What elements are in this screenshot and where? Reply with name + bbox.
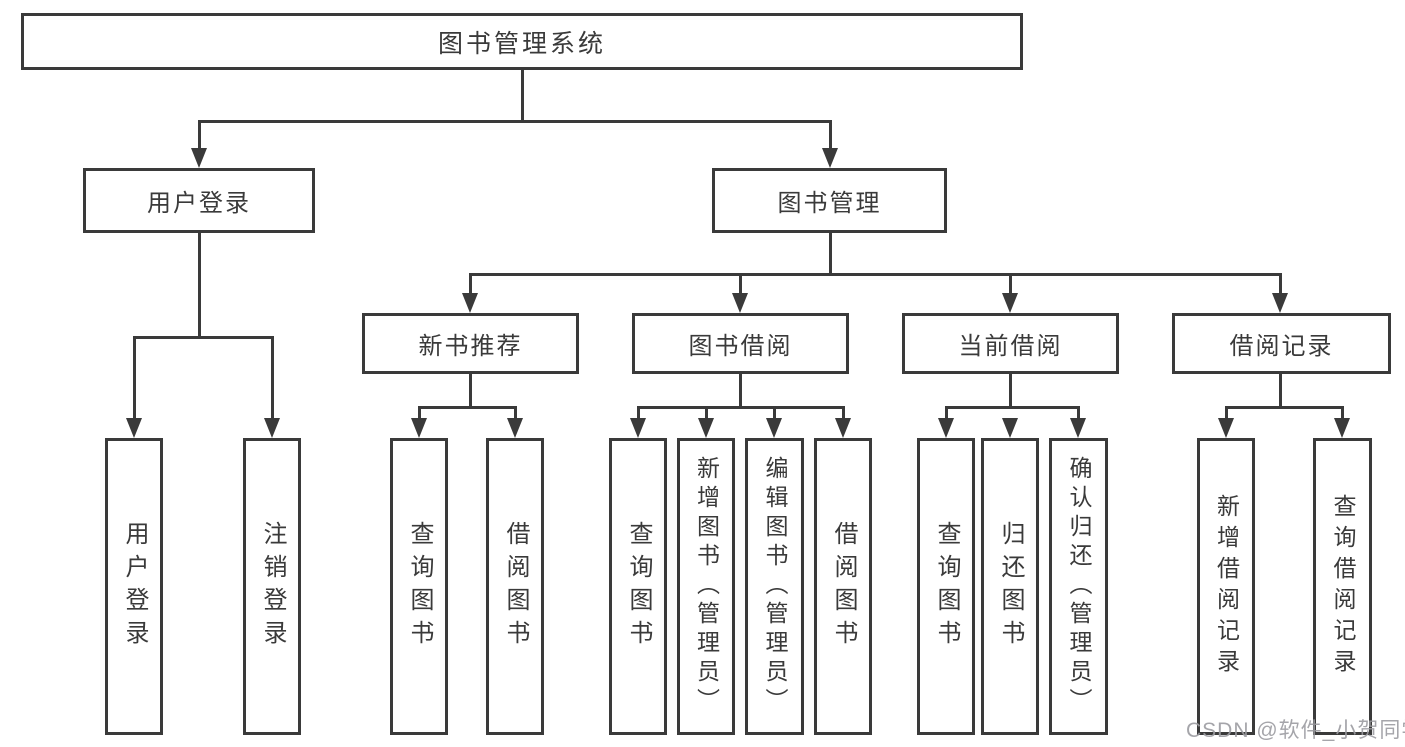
leaf-query-borrow-record: 查询借阅记录: [1313, 438, 1372, 735]
connector-book-management-stub: [828, 233, 832, 276]
connector-stem-user-login: [197, 120, 201, 150]
connector-stem-leaf: [132, 336, 136, 420]
connector-stem-level3: [1278, 273, 1282, 295]
arrowhead-down: [630, 418, 646, 438]
arrowhead-down: [126, 418, 142, 438]
connector-recommend-stub: [468, 374, 472, 409]
node-borrowing-records: 借阅记录: [1172, 313, 1391, 374]
arrowhead-down: [191, 148, 207, 168]
node-user-login: 用户登录: [83, 168, 315, 233]
arrowhead-down: [938, 418, 954, 438]
connector-stem-leaf: [1224, 406, 1228, 420]
leaf-label: 新增图书（管理员）: [693, 456, 720, 717]
arrowhead-down: [1334, 418, 1350, 438]
arrowhead-down: [732, 293, 748, 313]
connector-stem-leaf: [513, 406, 517, 420]
arrowhead-down: [1070, 418, 1086, 438]
leaf-query-books-current: 查询图书: [917, 438, 975, 735]
connector-stem-leaf: [944, 406, 948, 420]
connector-level2-hline: [197, 120, 832, 123]
leaf-label: 确认归还（管理员）: [1066, 456, 1092, 717]
arrowhead-down: [1002, 293, 1018, 313]
leaf-return-books: 归还图书: [981, 438, 1039, 735]
connector-stem-book-management: [828, 120, 832, 150]
leaf-user-login: 用户登录: [105, 438, 163, 735]
connector-stem-leaf: [1076, 406, 1080, 420]
connector-stem-leaf: [704, 406, 708, 420]
leaf-label: 归还图书: [997, 520, 1024, 653]
arrowhead-down: [822, 148, 838, 168]
leaf-label: 查询图书: [933, 520, 960, 653]
connector-borrowing-stub: [738, 374, 742, 409]
leaf-query-books-borrowing: 查询图书: [609, 438, 667, 735]
leaf-add-books-admin: 新增图书（管理员）: [677, 438, 735, 735]
node-book-management: 图书管理: [712, 168, 947, 233]
arrowhead-down: [411, 418, 427, 438]
node-book-borrowing: 图书借阅: [632, 313, 849, 374]
node-library-management-system: 图书管理系统: [21, 13, 1023, 70]
arrowhead-down: [264, 418, 280, 438]
leaf-label: 查询图书: [625, 520, 652, 653]
csdn-watermark: CSDN @软件_小贺同学: [1186, 719, 1405, 742]
connector-stem-leaf: [772, 406, 776, 420]
node-label: 图书借阅: [688, 333, 793, 360]
connector-stem-level3: [468, 273, 472, 295]
leaf-add-borrow-record: 新增借阅记录: [1197, 438, 1255, 735]
node-label: 图书管理: [777, 190, 882, 217]
leaf-label: 借阅图书: [502, 520, 529, 653]
leaf-label: 查询图书: [406, 520, 433, 653]
arrowhead-down: [1272, 293, 1288, 313]
leaf-borrow-books: 借阅图书: [814, 438, 872, 735]
leaf-borrow-books-recommend: 借阅图书: [486, 438, 544, 735]
node-label: 图书管理系统: [437, 29, 606, 58]
arrowhead-down: [507, 418, 523, 438]
connector-user-login-stub: [197, 233, 201, 339]
connector-stem-level3: [738, 273, 742, 295]
leaf-edit-books-admin: 编辑图书（管理员）: [745, 438, 804, 735]
node-label: 借阅记录: [1229, 333, 1334, 360]
connector-level3-hline: [468, 273, 1282, 276]
leaf-label: 新增借阅记录: [1213, 493, 1240, 680]
connector-group5-hline: [1224, 406, 1344, 409]
connector-group3-hline: [636, 406, 845, 409]
connector-stem-level3: [1008, 273, 1012, 295]
leaf-label: 借阅图书: [830, 520, 857, 653]
connector-stem-leaf: [417, 406, 421, 420]
node-new-book-recommendation: 新书推荐: [362, 313, 579, 374]
connector-stem-leaf: [841, 406, 845, 420]
connector-records-stub: [1278, 374, 1282, 409]
arrowhead-down: [835, 418, 851, 438]
connector-group1-hline: [132, 336, 274, 339]
leaf-label: 注销登录: [259, 520, 286, 653]
arrowhead-down: [698, 418, 714, 438]
node-label: 新书推荐: [418, 333, 523, 360]
connector-stem-leaf: [1340, 406, 1344, 420]
connector-group2-hline: [417, 406, 517, 409]
node-label: 用户登录: [147, 190, 251, 217]
arrowhead-down: [1002, 418, 1018, 438]
connector-group4-hline: [944, 406, 1080, 409]
node-current-borrowing: 当前借阅: [902, 313, 1119, 374]
connector-stem-leaf: [270, 336, 274, 420]
arrowhead-down: [462, 293, 478, 313]
node-label: 当前借阅: [958, 333, 1063, 360]
connector-stem-leaf: [636, 406, 640, 420]
leaf-label: 编辑图书（管理员）: [762, 456, 788, 717]
leaf-confirm-return-admin: 确认归还（管理员）: [1049, 438, 1108, 735]
leaf-label: 用户登录: [121, 520, 148, 653]
arrowhead-down: [1218, 418, 1234, 438]
connector-current-stub: [1008, 374, 1012, 409]
leaf-query-books-recommend: 查询图书: [390, 438, 448, 735]
leaf-label: 查询借阅记录: [1330, 493, 1356, 680]
arrowhead-down: [766, 418, 782, 438]
connector-root-stub: [520, 70, 524, 120]
leaf-logout: 注销登录: [243, 438, 301, 735]
